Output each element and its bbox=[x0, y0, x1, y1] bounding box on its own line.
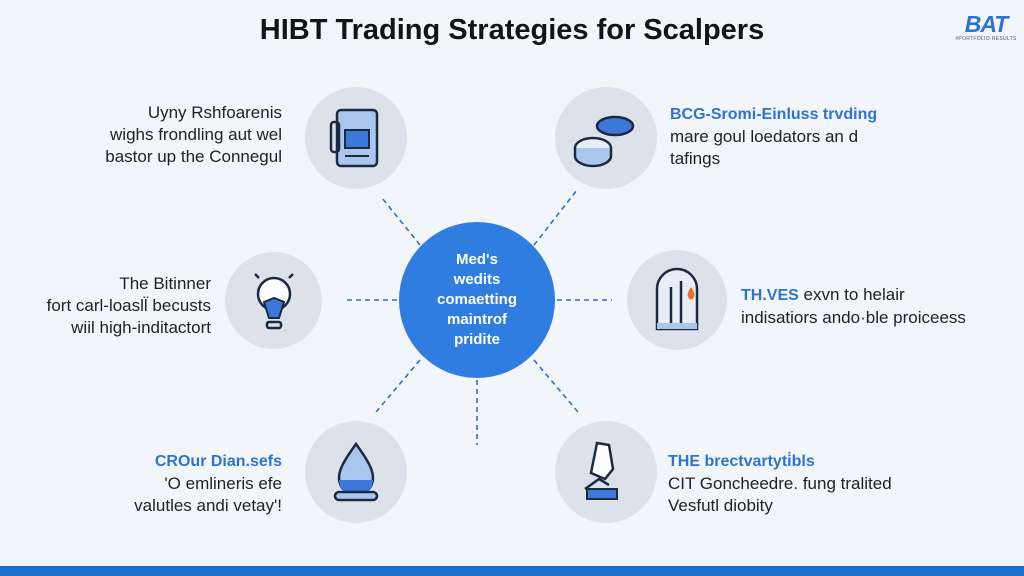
document-icon bbox=[305, 87, 407, 189]
item-line: indisatiors ando·ble proiceess bbox=[741, 308, 966, 327]
hub-line: wedits bbox=[453, 271, 501, 288]
item-line: 'O emlineris efe bbox=[164, 474, 282, 493]
item-heading: THE brectvartyti̇bls bbox=[668, 453, 815, 470]
hub-line: pridite bbox=[454, 331, 500, 348]
item-line: valutles andi vetay'! bbox=[134, 496, 282, 515]
logo-mark: BAT bbox=[964, 11, 1009, 37]
item-line: fort carl-loasll̈ becusts bbox=[46, 296, 211, 315]
strategy-item-2: The Bitinner fort carl-loasll̈ becusts w… bbox=[47, 273, 211, 339]
item-line: exvn to helair bbox=[803, 285, 905, 304]
connector-top-left bbox=[381, 197, 421, 246]
item-line: tafings bbox=[670, 149, 721, 168]
hub-line: comaetting bbox=[436, 291, 517, 308]
central-hub: Med's wedits comaetting maintrof pridite bbox=[399, 222, 555, 378]
item-heading: TH.VES bbox=[741, 287, 799, 304]
logo-subtitle: #PORTFOLIO·RESULTS bbox=[955, 36, 1017, 42]
item-line: bastor up the Connegul bbox=[105, 147, 282, 166]
coins-icon bbox=[555, 87, 657, 189]
page-title: HIBT Trading Strategies for Scalpers bbox=[259, 14, 765, 46]
lightbulb-icon bbox=[225, 252, 322, 349]
connector-top-right bbox=[533, 189, 578, 246]
hub-line: maintrof bbox=[447, 311, 507, 328]
item-line: Vesfutl diobity bbox=[668, 496, 773, 515]
item-line: CIT Goncheedre. fung tralited bbox=[668, 474, 892, 493]
analyst-icon bbox=[555, 421, 657, 523]
strategy-item-1: Uyny Rshfoarenis wighs frondling aut wel… bbox=[105, 102, 282, 168]
chart-jar-icon bbox=[627, 250, 727, 350]
footer-bar bbox=[0, 566, 1024, 576]
strategy-item-6: THE brectvartyti̇bls CIT Goncheedre. fun… bbox=[668, 451, 892, 517]
item-heading: CROur Dian.sefs bbox=[154, 453, 282, 470]
strategy-item-3: CROur Dian.sefs 'O emlineris efe valutle… bbox=[134, 451, 282, 517]
item-line: mare goul loedators an d bbox=[670, 127, 859, 146]
brand-logo: BAT #PORTFOLIO·RESULTS bbox=[955, 12, 1017, 42]
connector-bottom-left bbox=[375, 359, 421, 413]
droplet-icon bbox=[305, 421, 407, 523]
strategy-item-5: TH.VES exvn to helair indisatiors ando·b… bbox=[741, 284, 966, 329]
item-line: Uyny Rshfoarenis bbox=[147, 103, 282, 122]
strategy-item-4: BCG-Sromi-Einluss trvding mare goul loed… bbox=[670, 104, 877, 170]
item-line: wighs frondling aut wel bbox=[110, 125, 282, 144]
item-heading: BCG-Sromi-Einluss trvding bbox=[670, 106, 878, 123]
item-line: wiil high-inditactort bbox=[71, 318, 211, 337]
item-line: The Bitinner bbox=[119, 274, 211, 293]
connector-bottom-right bbox=[533, 359, 579, 413]
hub-line: Med's bbox=[456, 251, 498, 268]
